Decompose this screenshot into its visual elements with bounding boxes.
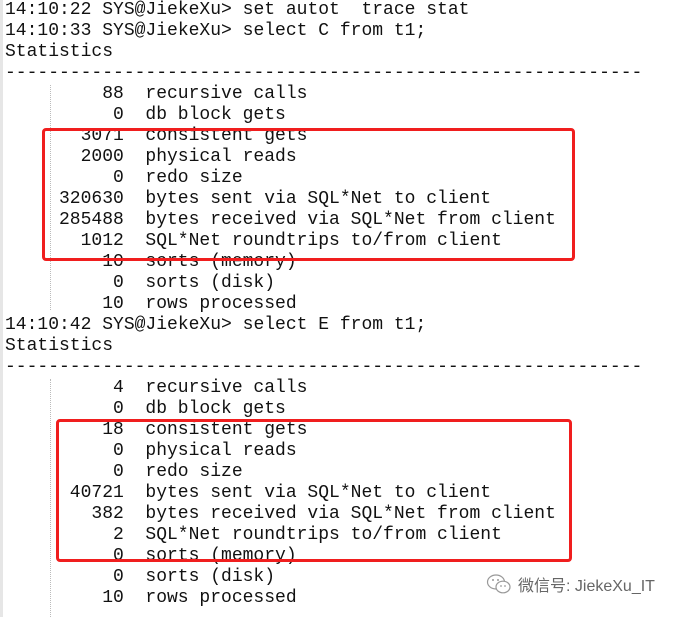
statistic-row: 320630 bytes sent via SQL*Net to client (5, 189, 642, 210)
statistic-row: 0 sorts (disk) (5, 273, 642, 294)
watermark: 微信号: JiekeXu_IT (486, 572, 655, 596)
statistic-label: SQL*Net roundtrips to/from client (145, 231, 502, 251)
statistic-value: 0 (113, 567, 124, 587)
statistic-value: 3071 (80, 126, 124, 146)
statistic-label: sorts (memory) (145, 252, 297, 272)
statistic-row: 1012 SQL*Net roundtrips to/from client (5, 231, 642, 252)
statistic-row: 0 db block gets (5, 105, 642, 126)
statistic-label: bytes received via SQL*Net from client (145, 210, 556, 230)
statistic-row: 18 consistent gets (5, 420, 642, 441)
statistic-value: 382 (91, 504, 124, 524)
statistic-label: db block gets (145, 399, 286, 419)
statistic-row: 0 sorts (disk) (5, 567, 642, 588)
statistic-value: 18 (102, 420, 124, 440)
statistic-row: 2000 physical reads (5, 147, 642, 168)
statistic-row: 0 db block gets (5, 399, 642, 420)
statistic-row: 10 sorts (memory) (5, 252, 642, 273)
statistic-label: SQL*Net roundtrips to/from client (145, 525, 502, 545)
statistic-value: 0 (113, 168, 124, 188)
statistic-row: 2 SQL*Net roundtrips to/from client (5, 525, 642, 546)
statistic-label: redo size (145, 168, 243, 188)
statistic-value: 0 (113, 273, 124, 293)
statistic-label: consistent gets (145, 126, 308, 146)
statistic-label: recursive calls (145, 84, 308, 104)
statistic-value: 0 (113, 462, 124, 482)
statistic-label: physical reads (145, 441, 297, 461)
separator-line: ----------------------------------------… (5, 357, 643, 377)
statistic-row: 10 rows processed (5, 294, 642, 315)
statistic-value: 40721 (69, 483, 124, 503)
statistic-value: 4 (113, 378, 124, 398)
statistic-label: consistent gets (145, 420, 308, 440)
statistic-value: 0 (113, 441, 124, 461)
statistic-row: 3071 consistent gets (5, 126, 642, 147)
statistic-row: 88 recursive calls (5, 84, 642, 105)
terminal-output: 14:10:22 SYS@JiekeXu> set autot trace st… (5, 0, 642, 609)
statistic-value: 0 (113, 105, 124, 125)
indent-guide (50, 379, 51, 617)
highlight-box-select-e (56, 419, 572, 562)
separator-line: ----------------------------------------… (5, 63, 643, 83)
statistic-value: 0 (113, 546, 124, 566)
statistic-row: 40721 bytes sent via SQL*Net to client (5, 483, 642, 504)
statistic-row: 0 redo size (5, 168, 642, 189)
command-line: 14:10:42 SYS@JiekeXu> select E from t1; (5, 315, 427, 335)
statistic-label: rows processed (145, 294, 297, 314)
statistic-row: 285488 bytes received via SQL*Net from cl… (5, 210, 642, 231)
command-line: 14:10:33 SYS@JiekeXu> select C from t1; (5, 21, 427, 41)
statistic-label: sorts (disk) (145, 273, 276, 293)
statistic-row: 10 rows processed (5, 588, 642, 609)
statistic-value: 88 (102, 84, 124, 104)
statistic-row: 4 recursive calls (5, 378, 642, 399)
statistic-value: 10 (102, 588, 124, 608)
statistic-value: 10 (102, 294, 124, 314)
statistic-value: 320630 (59, 189, 124, 209)
statistic-label: bytes sent via SQL*Net to client (145, 483, 492, 503)
statistic-label: rows processed (145, 588, 297, 608)
statistic-value: 10 (102, 252, 124, 272)
statistic-row: 0 physical reads (5, 441, 642, 462)
statistic-value: 1012 (80, 231, 124, 251)
statistic-label: db block gets (145, 105, 286, 125)
section-heading: Statistics (5, 336, 114, 356)
statistic-label: bytes received via SQL*Net from client (145, 504, 556, 524)
statistic-value: 0 (113, 399, 124, 419)
statistic-label: sorts (disk) (145, 567, 276, 587)
statistic-value: 2000 (80, 147, 124, 167)
statistic-row: 382 bytes received via SQL*Net from clien… (5, 504, 642, 525)
statistic-value: 285488 (59, 210, 124, 230)
highlight-box-select-c (42, 128, 575, 261)
command-line: 14:10:22 SYS@JiekeXu> set autot trace st… (5, 0, 470, 20)
statistic-label: bytes sent via SQL*Net to client (145, 189, 492, 209)
statistic-label: recursive calls (145, 378, 308, 398)
wechat-icon (486, 574, 511, 594)
statistic-label: redo size (145, 462, 243, 482)
statistic-value: 2 (113, 525, 124, 545)
section-heading: Statistics (5, 42, 114, 62)
indent-guide (50, 85, 51, 310)
statistic-row: 0 redo size (5, 462, 642, 483)
watermark-text: 微信号: JiekeXu_IT (518, 578, 655, 595)
terminal-left-border (0, 0, 3, 617)
statistic-label: physical reads (145, 147, 297, 167)
